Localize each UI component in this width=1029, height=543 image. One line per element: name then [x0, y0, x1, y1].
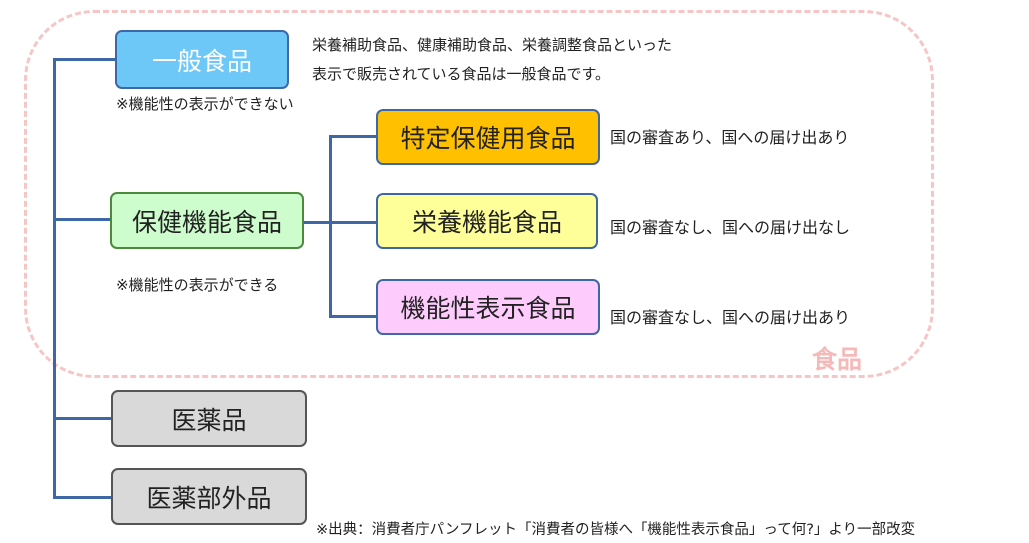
quasi-drugs-box: 医薬部外品 — [111, 468, 307, 525]
function-claims-food-box: 機能性表示食品 — [376, 279, 600, 335]
health-food-box: 保健機能食品 — [110, 192, 304, 249]
health-food-claim-note: ※機能性の表示ができる — [116, 276, 279, 294]
sub-trunk-line — [329, 135, 332, 318]
connector-specified-health-use — [329, 135, 377, 138]
function-claims-review-note: 国の審査なし、国への届け出あり — [610, 308, 851, 327]
general-food-box: 一般食品 — [115, 30, 289, 89]
general-food-description-line2: 表示で販売されている食品は一般食品です。 — [312, 65, 611, 83]
general-food-description-line1: 栄養補助食品、健康補助食品、栄養調整食品といった — [312, 36, 673, 54]
connector-health-food — [53, 218, 111, 221]
food-category-label: 食品 — [812, 345, 863, 374]
connector-function-claims — [329, 315, 377, 318]
connector-pharmaceuticals — [53, 417, 112, 420]
food-category-region — [24, 10, 934, 378]
connector-health-branch — [303, 221, 377, 224]
specified-health-use-food-box: 特定保健用食品 — [376, 109, 600, 165]
specified-health-use-review-note: 国の審査あり、国への届け出あり — [610, 128, 850, 147]
pharmaceuticals-box: 医薬品 — [111, 390, 307, 447]
nutrient-function-review-note: 国の審査なし、国への届け出なし — [610, 218, 851, 237]
connector-general-food — [53, 58, 116, 61]
source-citation: ※出典：消費者庁パンフレット「消費者の皆様へ「機能性表示食品」って何?」より一部… — [316, 522, 916, 538]
main-trunk-line — [53, 58, 56, 499]
general-food-claim-note: ※機能性の表示ができない — [116, 95, 294, 113]
nutrient-function-food-box: 栄養機能食品 — [376, 193, 598, 249]
connector-quasi-drugs — [53, 496, 112, 499]
